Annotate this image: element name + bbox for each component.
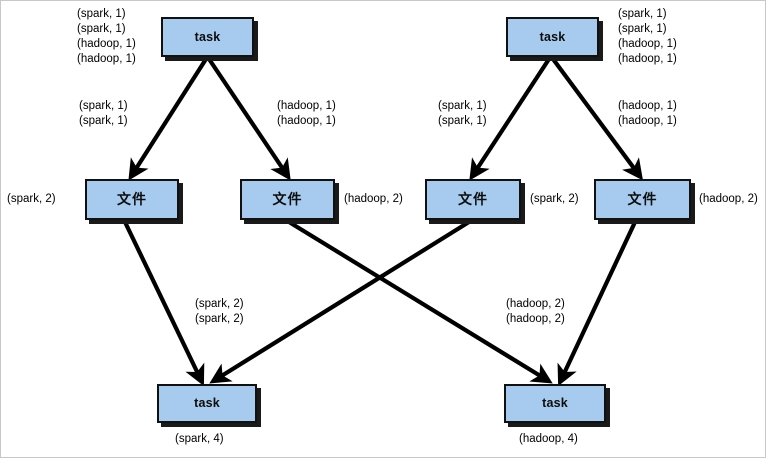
node-label-file-1: 文件: [117, 191, 147, 208]
label-reduce-hadoop: (hadoop, 2) (hadoop, 2): [506, 297, 565, 327]
edge-top-left-to-file-2: [207, 57, 291, 181]
label-reduce-spark-line-1: (spark, 2): [195, 298, 244, 310]
node-task-bottom-left[interactable]: task: [157, 384, 257, 423]
label-file-4-hadoop: (hadoop, 2): [699, 192, 758, 207]
label-result-spark: (spark, 4): [175, 432, 224, 447]
edge-group: [123, 57, 644, 387]
node-task-top-right[interactable]: task: [506, 17, 599, 57]
label-input-top-left-line-2: (spark, 1): [77, 23, 126, 35]
label-edge-top-right-hadoop-line-2: (hadoop, 1): [618, 115, 677, 127]
label-edge-top-left-hadoop: (hadoop, 1) (hadoop, 1): [277, 99, 336, 129]
label-result-hadoop: (hadoop, 4): [519, 432, 578, 447]
edge-file-3-to-task-bottom-left: [209, 220, 471, 384]
node-task-bottom-right[interactable]: task: [504, 384, 606, 423]
label-edge-top-right-spark: (spark, 1) (spark, 1): [438, 99, 487, 129]
label-file-3-spark-line-1: (spark, 2): [530, 193, 579, 205]
label-input-top-right-line-2: (spark, 1): [618, 23, 667, 35]
label-result-spark-line-1: (spark, 4): [175, 433, 224, 445]
label-reduce-hadoop-line-1: (hadoop, 2): [506, 298, 565, 310]
label-edge-top-left-spark-line-2: (spark, 1): [79, 115, 128, 127]
node-label-file-4: 文件: [627, 191, 658, 208]
label-edge-top-left-hadoop-line-2: (hadoop, 1): [277, 115, 336, 127]
node-label-task-top-right: task: [539, 29, 566, 44]
label-input-top-left-line-1: (spark, 1): [77, 8, 126, 20]
label-edge-top-left-spark: (spark, 1) (spark, 1): [79, 99, 128, 129]
node-label-file-3: 文件: [458, 191, 488, 208]
label-edge-top-right-spark-line-2: (spark, 1): [438, 115, 487, 127]
label-reduce-spark: (spark, 2) (spark, 2): [195, 297, 244, 327]
label-file-3-spark: (spark, 2): [530, 192, 579, 207]
label-input-top-right-line-3: (hadoop, 1): [618, 38, 677, 50]
label-result-hadoop-line-1: (hadoop, 4): [519, 433, 578, 445]
label-file-1-spark: (spark, 2): [7, 192, 56, 207]
label-edge-top-left-spark-line-1: (spark, 1): [79, 100, 128, 112]
label-file-2-hadoop-line-1: (hadoop, 2): [344, 193, 403, 205]
label-input-top-right-line-4: (hadoop, 1): [618, 53, 677, 65]
node-task-top-left[interactable]: task: [161, 17, 254, 57]
node-file-1[interactable]: 文件: [85, 179, 179, 220]
node-label-task-bottom-right: task: [542, 396, 568, 411]
edge-file-1-to-task-bottom-left: [123, 221, 205, 387]
label-edge-top-right-hadoop-line-1: (hadoop, 1): [618, 100, 677, 112]
label-edge-top-right-hadoop: (hadoop, 1) (hadoop, 1): [618, 99, 677, 129]
node-file-3[interactable]: 文件: [425, 179, 521, 220]
edge-file-4-to-task-bottom-right: [557, 221, 637, 387]
label-edge-top-right-spark-line-1: (spark, 1): [438, 100, 487, 112]
label-input-top-right: (spark, 1) (spark, 1) (hadoop, 1) (hadoop, …: [618, 7, 677, 67]
label-input-top-left-line-3: (hadoop, 1): [77, 38, 136, 50]
label-input-top-left-line-4: (hadoop, 1): [77, 53, 136, 65]
edge-top-left-to-file-1: [128, 57, 208, 181]
label-input-top-left: (spark, 1) (spark, 1) (hadoop, 1) (hadoop, …: [77, 7, 136, 67]
label-file-4-hadoop-line-1: (hadoop, 2): [699, 193, 758, 205]
label-reduce-spark-line-2: (spark, 2): [195, 313, 244, 325]
label-file-1-spark-line-1: (spark, 2): [7, 193, 56, 205]
node-label-task-bottom-left: task: [194, 396, 220, 411]
label-edge-top-left-hadoop-line-1: (hadoop, 1): [277, 100, 336, 112]
node-file-2[interactable]: 文件: [240, 179, 335, 220]
node-label-task-top-left: task: [194, 29, 221, 44]
label-file-2-hadoop: (hadoop, 2): [344, 192, 403, 207]
label-reduce-hadoop-line-2: (hadoop, 2): [506, 313, 565, 325]
node-label-file-2: 文件: [272, 191, 303, 208]
label-input-top-right-line-1: (spark, 1): [618, 8, 667, 20]
node-file-4[interactable]: 文件: [594, 179, 691, 220]
